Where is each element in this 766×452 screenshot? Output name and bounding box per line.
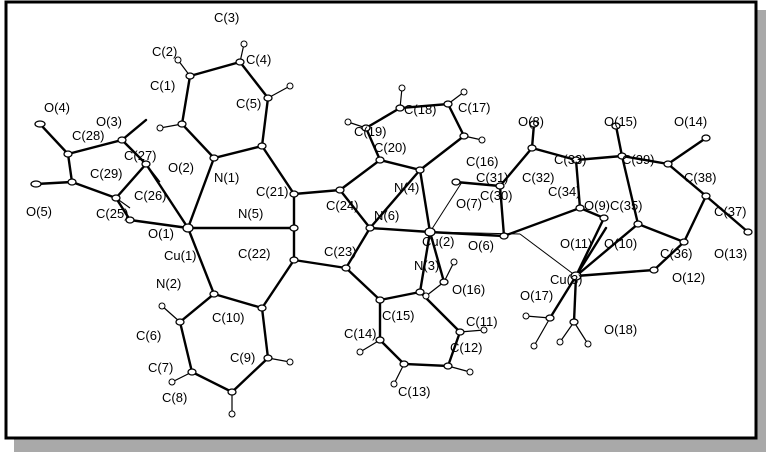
atom-label: C(3) — [214, 10, 239, 25]
atom-label: C(28) — [72, 128, 105, 143]
atom-label: C(25) — [96, 206, 129, 221]
atoms — [30, 58, 753, 396]
atom-label: O(6) — [468, 238, 494, 253]
atom-label: C(5) — [236, 96, 261, 111]
atom-label: C(26) — [134, 188, 167, 203]
atom-label: O(3) — [96, 114, 122, 129]
bonds — [34, 60, 750, 394]
atom-label: C(13) — [398, 384, 431, 399]
atom-label: O(11) — [560, 236, 592, 251]
atom-label: C(1) — [150, 78, 175, 93]
atom-label: N(6) — [374, 208, 399, 223]
atom-label: C(20) — [374, 140, 407, 155]
atom-labels: C(3)C(2)C(4)C(1)C(5)O(4)O(3)C(28)C(27)C(… — [26, 10, 747, 405]
atom-label: N(1) — [214, 170, 239, 185]
atom-label: C(4) — [246, 52, 271, 67]
atom-label: C(21) — [256, 184, 289, 199]
atom-label: C(22) — [238, 246, 271, 261]
atom-label: O(14) — [674, 114, 707, 129]
atom-label: N(3) — [414, 258, 439, 273]
atom-label: N(2) — [156, 276, 181, 291]
atom-label: C(36) — [660, 246, 693, 261]
atom-label: C(14) — [344, 326, 377, 341]
atom-label: C(30) — [480, 188, 513, 203]
atom-label: C(33) — [554, 152, 587, 167]
atom-label: C(19) — [354, 124, 387, 139]
atom-label: O(15) — [604, 114, 637, 129]
atom-label: O(5) — [26, 204, 52, 219]
atom-label: O(4) — [44, 100, 70, 115]
atom-label: C(12) — [450, 340, 483, 355]
atom-label: C(31) — [476, 170, 509, 185]
atom-label: O(12) — [672, 270, 705, 285]
atom-label: C(17) — [458, 100, 491, 115]
atom-label: C(15) — [382, 308, 415, 323]
frame-shadow-side — [756, 10, 766, 452]
atom-label: O(18) — [604, 322, 637, 337]
atom-label: C(27) — [124, 148, 157, 163]
atom-label: O(17) — [520, 288, 553, 303]
atom-label: C(9) — [230, 350, 255, 365]
atom-label: C(39) — [622, 152, 655, 167]
atom-label: O(8) — [518, 114, 544, 129]
atom-label: C(7) — [148, 360, 173, 375]
atom-label: C(10) — [212, 310, 245, 325]
atom-label: C(32) — [522, 170, 555, 185]
atom-label: C(8) — [162, 390, 187, 405]
atom-label: C(6) — [136, 328, 161, 343]
atom-label: C(29) — [90, 166, 123, 181]
atom-label: O(1) — [148, 226, 174, 241]
atom-label: C(37) — [714, 204, 747, 219]
hydrogen-atoms — [115, 40, 592, 418]
atom-label: Cu(3) — [550, 272, 583, 287]
atom-label: C(24) — [326, 198, 359, 213]
atom-label: O(16) — [452, 282, 485, 297]
atom-label: Cu(1) — [164, 248, 197, 263]
atom-label: C(16) — [466, 154, 499, 169]
atom-label: C(11) — [466, 314, 498, 329]
atom-label: O(7) — [456, 196, 482, 211]
atom-label: C(35) — [610, 198, 643, 213]
atom-label: O(9) — [584, 198, 610, 213]
atom-label: Cu(2) — [422, 234, 455, 249]
atom-label: O(13) — [714, 246, 747, 261]
atom-label: C(2) — [152, 44, 177, 59]
atom-label: C(34) — [548, 184, 581, 199]
atom-label: C(18) — [404, 102, 437, 117]
atom-label: N(5) — [238, 206, 263, 221]
frame-shadow — [14, 436, 766, 452]
atom-label: N(4) — [394, 180, 419, 195]
atom-label: C(23) — [324, 244, 357, 259]
atom-label: C(38) — [684, 170, 717, 185]
atom-label: O(10) — [604, 236, 637, 251]
atom-label: O(2) — [168, 160, 194, 175]
